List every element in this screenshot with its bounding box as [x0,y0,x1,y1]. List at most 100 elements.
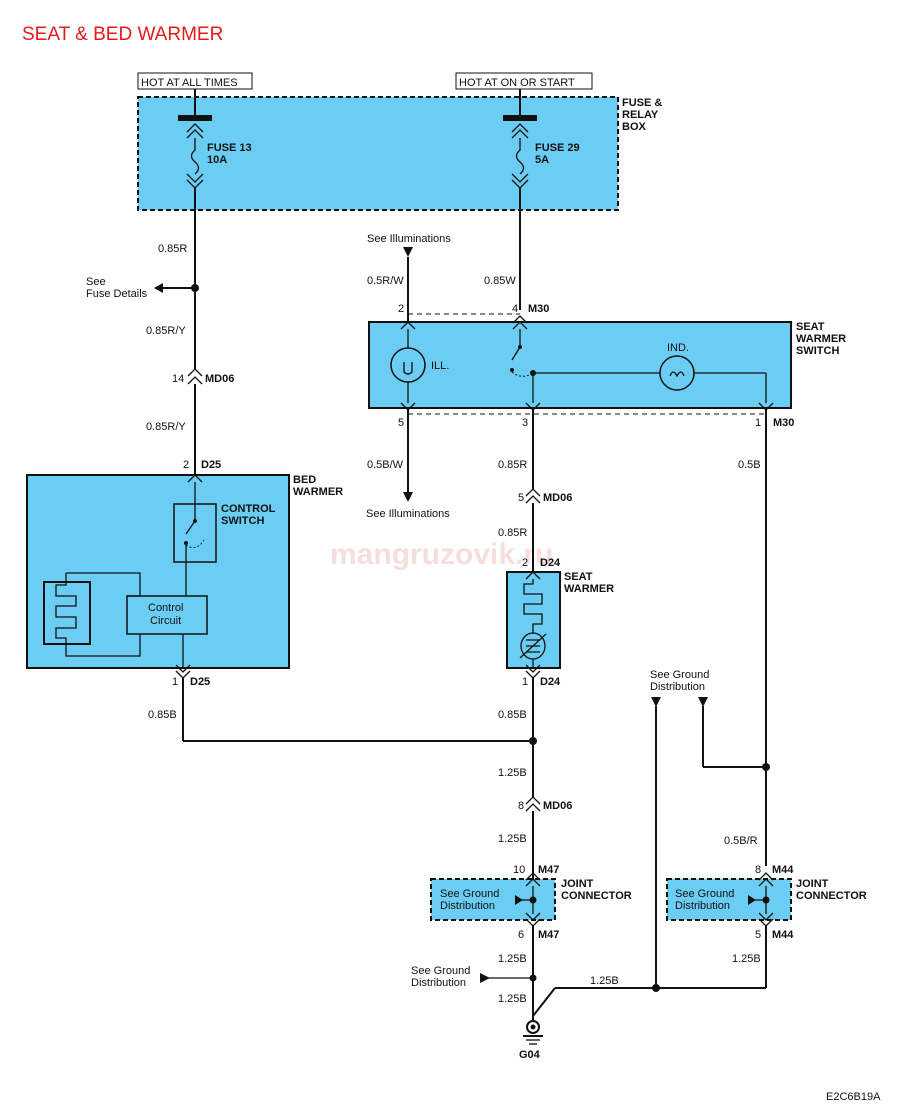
seat-warmer-label-2: WARMER [564,583,614,595]
wire-085R-a: 0.85R [498,459,527,471]
ground-dist-ref-4b: Distribution [650,681,705,693]
illum-ref-top: See Illuminations [367,233,451,245]
m47-label-a: M47 [538,864,559,876]
seat-heater-element [523,579,543,634]
bed-warmer-label-2: WARMER [293,486,343,498]
wire-05B: 0.5B [738,459,761,471]
bed-warmer-box [26,474,290,669]
pin-10-m47: 10 [513,864,525,876]
pin-14: 14 [172,373,184,385]
fuse-box-label-1: FUSE & [622,97,662,109]
joint2-label-1: JOINT [796,878,829,890]
seat-switch-label-2: WARMER [796,333,846,345]
ground-dist-ref-1b: Distribution [440,900,495,912]
pin-2-d25: 2 [183,459,189,471]
seat-warmer-switch-box [368,321,792,409]
pin-5-m44: 5 [755,929,761,941]
illum-arrow-top [403,247,413,257]
pin-1-d24: 1 [522,676,528,688]
wire-085R: 0.85R [158,243,187,255]
diagram-title: SEAT & BED WARMER [22,24,223,45]
watermark: mangruzovik.ru [330,538,553,571]
seat-warmer-label-1: SEAT [564,571,593,583]
pin-2-d24: 2 [522,557,528,569]
pin-8-m44: 8 [755,864,761,876]
pin-4-m30: 4 [512,303,518,315]
pin-3-m30: 3 [522,417,528,429]
md06-connector-a [187,368,203,377]
pin-8-md06: 8 [518,800,524,812]
ground-dist-ref-2a: See Ground [675,888,734,900]
seat-switch-contact [510,329,660,403]
pin-5-m30: 5 [398,417,404,429]
d24-label-a: D24 [540,557,561,569]
ground-g04-label: G04 [519,1049,541,1061]
md06-label-b: MD06 [543,492,572,504]
wire-085RY-b: 0.85R/Y [146,421,186,433]
pin-1-m30: 1 [755,417,761,429]
fuse13-name: FUSE 13 [207,142,252,154]
seat-switch-label-1: SEAT [796,321,825,333]
md06-connector-b [525,488,541,497]
wire-125B-b: 1.25B [498,833,527,845]
ground-dist-ref-4a: See Ground [650,669,709,681]
fuse-box-label-2: RELAY [622,109,659,121]
wire-05BR: 0.5B/R [724,835,758,847]
pin-1-d25: 1 [172,676,178,688]
m30-label-b: M30 [773,417,794,429]
hot-on-start-label: HOT AT ON OR START [459,77,575,89]
wire-085RY-a: 0.85R/Y [146,325,186,337]
m30-label-a: M30 [528,303,549,315]
wire-125B-a: 1.25B [498,767,527,779]
bed-heater-element [43,581,91,645]
pin-5-md06: 5 [518,492,524,504]
ground-dist-ref-2b: Distribution [675,900,730,912]
fuse29-name: FUSE 29 [535,142,580,154]
ground-dist-ref-3b: Distribution [411,977,466,989]
control-circuit-label-2: Circuit [150,615,181,627]
ind-label: IND. [667,342,689,354]
joint-connector-m44 [666,878,792,921]
joint-label-2: CONNECTOR [561,890,632,902]
ill-label: ILL. [431,360,449,372]
wire-085W: 0.85W [484,275,516,287]
illum-arrow-bottom [403,492,413,502]
wire-125B-e: 1.25B [732,953,761,965]
control-circuit-box [126,595,208,635]
fuse-details-arrow [154,283,163,293]
md06-label-c: MD06 [543,800,572,812]
wire-05RW: 0.5R/W [367,275,404,287]
hot-on-start-box [455,72,593,90]
splice-ground-main [529,737,537,745]
seat-switch-label-3: SWITCH [796,345,839,357]
m47-label-b: M47 [538,929,559,941]
bed-warmer-label-1: BED [293,474,316,486]
fuse-details-ref-2: Fuse Details [86,288,148,300]
wire-05BW: 0.5B/W [367,459,404,471]
control-circuit-label-1: Control [148,602,183,614]
fuse29-rating: 5A [535,154,549,166]
fuse-29 [503,89,537,310]
fuse-13 [178,89,212,370]
fuse13-rating: 10A [207,154,227,166]
fuse-relay-box [137,96,619,211]
seat-warmer-box [506,571,561,669]
illum-ref-bottom: See Illuminations [366,508,450,520]
wire-085B-a: 0.85B [148,709,177,721]
d25-label-a: D25 [201,459,221,471]
d24-label-b: D24 [540,676,561,688]
figure-code: E2C6B19A [826,1091,881,1103]
wire-085B-b: 0.85B [498,709,527,721]
joint2-label-2: CONNECTOR [796,890,867,902]
wire-085R-b: 0.85R [498,527,527,539]
wire-125B-c: 1.25B [498,953,527,965]
pin-2-m30: 2 [398,303,404,315]
ground-dist-ref-3a: See Ground [411,965,470,977]
control-switch-label-1: CONTROL [221,503,276,515]
m44-label-a: M44 [772,864,794,876]
md06-label-a: MD06 [205,373,234,385]
joint-label-1: JOINT [561,878,594,890]
d25-label-b: D25 [190,676,210,688]
m44-label-b: M44 [772,929,794,941]
